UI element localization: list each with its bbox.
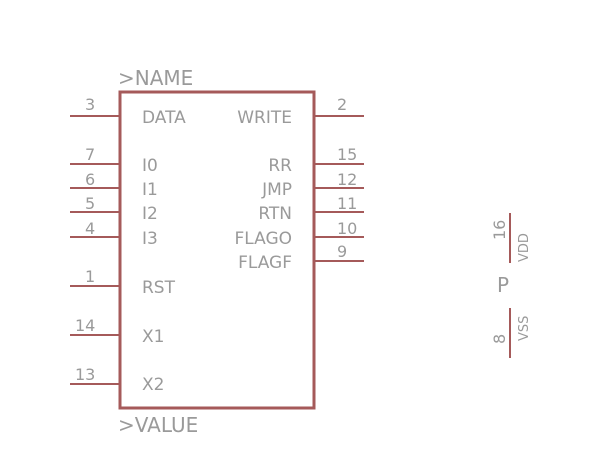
pin-number: 6 [85,170,95,189]
right-pin[interactable]: 15 RR [268,145,364,176]
pin-label: WRITE [237,108,292,128]
pin-number: 9 [337,242,347,261]
right-pin[interactable]: 10 FLAGO [234,219,364,249]
pin-number: 3 [85,95,95,114]
pin-label: X1 [142,327,164,347]
gate-label: P [497,273,509,297]
vss-pin-number: 8 [490,334,509,344]
pin-label: I2 [142,204,158,224]
pin-number: 5 [85,194,95,213]
pin-label: I3 [142,229,158,249]
left-pin[interactable]: 3 DATA [70,95,186,128]
name-attribute: >NAME [118,66,193,90]
pin-number: 13 [75,365,95,384]
pin-label: I0 [142,156,158,176]
pin-number: 12 [337,170,357,189]
left-pin[interactable]: 6 I1 [70,170,158,200]
pin-label: DATA [142,108,186,128]
power-gate[interactable]: 16 VDD P 8 VSS [490,213,532,358]
pin-number: 11 [337,194,357,213]
pin-label: RST [142,278,176,298]
right-pin[interactable]: 12 JMP [261,170,364,200]
pin-number: 7 [85,145,95,164]
pin-number: 14 [75,316,95,335]
pin-label: X2 [142,375,164,395]
pin-label: JMP [261,180,292,200]
vdd-pin-number: 16 [490,220,509,240]
pin-number: 2 [337,95,347,114]
pin-number: 15 [337,145,357,164]
right-pin[interactable]: 11 RTN [258,194,364,224]
left-pin[interactable]: 1 RST [70,267,176,298]
right-pin[interactable]: 9 FLAGF [238,242,364,273]
vss-pin-label: VSS [517,316,532,341]
right-pin[interactable]: 2 WRITE [237,95,364,128]
left-pin[interactable]: 14 X1 [70,316,164,347]
vdd-pin-label: VDD [517,233,532,262]
pin-number: 1 [85,267,95,286]
component-body[interactable] [118,90,316,410]
pin-number: 4 [85,219,95,238]
left-pin[interactable]: 7 I0 [70,145,158,176]
pin-number: 10 [337,219,357,238]
pin-label: I1 [142,180,158,200]
value-attribute: >VALUE [118,413,198,437]
pin-label: FLAGO [234,229,292,249]
pin-label: RR [268,156,292,176]
left-pin[interactable]: 5 I2 [70,194,158,224]
pin-label: RTN [258,204,292,224]
left-pin[interactable]: 4 I3 [70,219,158,249]
pin-label: FLAGF [238,253,292,273]
left-pin[interactable]: 13 X2 [70,365,164,395]
